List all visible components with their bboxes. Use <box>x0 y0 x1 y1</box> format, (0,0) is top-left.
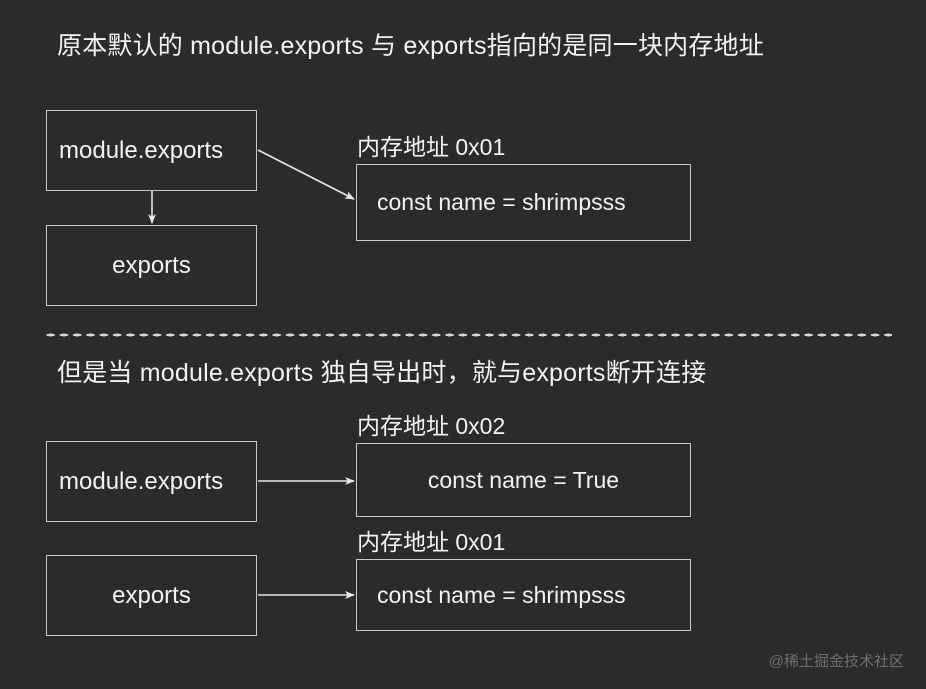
box-module-exports-bottom: module.exports <box>46 441 257 522</box>
box-exports-bottom: exports <box>46 555 257 636</box>
box-memory-0x01-top-value: const name = shrimpsss <box>377 189 626 215</box>
box-exports-bottom-label: exports <box>112 581 191 609</box>
section-1-title: 原本默认的 module.exports 与 exports指向的是同一块内存地… <box>57 32 764 60</box>
box-memory-0x02-value: const name = True <box>427 466 620 493</box>
box-exports-top: exports <box>46 225 257 306</box>
dotted-divider <box>44 333 892 337</box>
box-module-exports-top-label: module.exports <box>59 136 224 164</box>
watermark: @稀土掘金技术社区 <box>768 653 904 670</box>
box-module-exports-bottom-label: module.exports <box>59 467 224 495</box>
box-memory-0x02: const name = True <box>356 443 691 517</box>
box-exports-top-label: exports <box>112 251 191 279</box>
section-2-title: 但是当 module.exports 独自导出时，就与exports断开连接 <box>57 359 707 387</box>
memory-address-caption-0x02: 内存地址 0x02 <box>357 413 506 439</box>
box-memory-0x01-bottom: const name = shrimpsss <box>356 559 691 631</box>
box-module-exports-top: module.exports <box>46 110 257 191</box>
box-memory-0x01-top: const name = shrimpsss <box>356 164 691 241</box>
memory-address-caption-0x01-top: 内存地址 0x01 <box>357 134 506 160</box>
arrow-module-exports-to-memory-diagonal <box>257 149 355 200</box>
memory-address-caption-0x01-bottom: 内存地址 0x01 <box>357 529 506 555</box>
box-memory-0x01-bottom-value: const name = shrimpsss <box>377 581 626 608</box>
